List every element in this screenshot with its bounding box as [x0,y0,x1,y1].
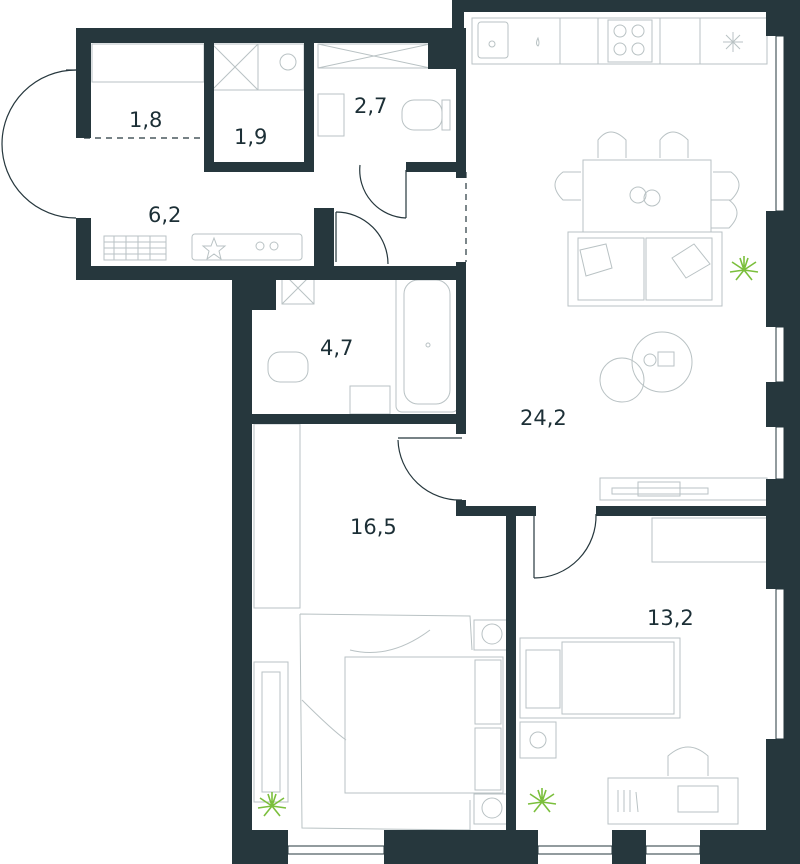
window [287,845,385,855]
closet-shelving [91,43,205,83]
washer-icon [279,53,297,71]
area-bathroom: 4,7 [320,336,353,360]
bath-door-swing [335,211,389,265]
plant-icon [729,256,759,281]
dining-table [582,159,712,233]
bedroom-door-swing [533,513,597,579]
bath-toilet-icon [267,351,309,383]
plant-icon [257,792,287,817]
window [775,588,785,740]
plant-icon [527,788,557,813]
tv-console [599,477,768,501]
doors [1,69,597,579]
dresser [253,661,289,803]
bath-sink-icon [349,385,391,415]
wc-toilet-icon [401,99,443,131]
window [775,326,785,383]
sofa [567,231,723,307]
hall-cabinet [191,233,303,261]
desk [607,777,739,825]
area-entry-closet: 1,8 [129,108,162,132]
window [645,845,701,855]
walls [76,0,800,864]
nightstand-lamp-icon [481,623,503,645]
bathtub [395,271,459,413]
desk-chair [667,746,709,776]
area-hallway: 6,2 [148,203,181,227]
area-wardrobe: 1,9 [234,125,267,149]
fan-icon [723,32,743,52]
wc-door-swing [359,164,407,219]
window [775,426,785,480]
windows [287,35,785,855]
entrance-door-swing [1,69,77,219]
master-bed [344,656,504,794]
master-door-swing [397,439,463,501]
single-bed [519,637,681,719]
window [775,35,785,212]
kitchen-sink-icon [477,21,509,59]
wc-sink-icon [317,93,345,137]
coffee-table [631,331,693,393]
faucet-icon [536,36,540,47]
window [537,845,613,855]
plants [257,256,759,817]
dining-chairs [554,131,740,229]
area-bedroom: 13,2 [647,606,694,630]
star-icon [201,236,227,261]
cooktop-icon [607,19,653,63]
area-master-bedroom: 16,5 [350,515,397,539]
area-wc: 2,7 [354,94,387,118]
kitchen-counter [471,17,768,65]
area-labels: 1,8 1,9 2,7 6,2 4,7 24,2 16,5 13,2 [129,94,694,630]
area-living-kitchen: 24,2 [520,406,567,430]
